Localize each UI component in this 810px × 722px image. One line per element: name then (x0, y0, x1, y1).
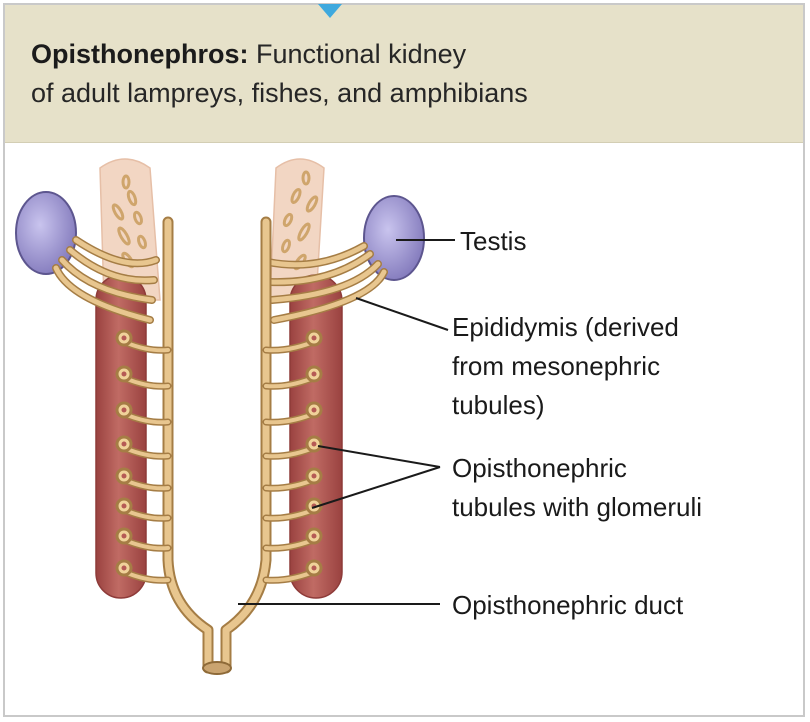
left-opisthonephric-tubules (115, 329, 172, 584)
opisthonephric-ducts (162, 216, 272, 674)
figure-title: Opisthonephros: Functional kidney (31, 37, 466, 71)
glomerulus-core (121, 407, 127, 413)
glomerulus-core (121, 371, 127, 377)
glomerulus-core (311, 371, 317, 377)
label-tubules-1: Opisthonephric (452, 453, 627, 483)
left-epididymis (52, 236, 160, 324)
label-epididymis-2: from mesonephric (452, 351, 661, 381)
label-duct: Opisthonephric duct (452, 590, 684, 620)
figure-frame: Opisthonephros: Functional kidney of adu… (3, 3, 805, 717)
label-epididymis-3: tubules) (452, 390, 545, 420)
glomerulus-core (311, 473, 317, 479)
glomerulus-core (311, 533, 317, 539)
leader-lines (238, 239, 455, 605)
right-opisthonephric-tubules (262, 329, 323, 584)
glomerulus-core (311, 335, 317, 341)
figure-header: Opisthonephros: Functional kidney of adu… (5, 4, 803, 143)
tubules-leader-top (317, 445, 441, 468)
pointer-arrow-icon (318, 4, 342, 18)
right-vestigial-tubules (281, 170, 319, 271)
glomerulus-core (121, 503, 127, 509)
figure-subtitle: of adult lampreys, fishes, and amphibian… (31, 78, 528, 108)
glomerulus-core (121, 565, 127, 571)
glomerulus-core (121, 473, 127, 479)
label-epididymis-1: Epididymis (derived (452, 312, 679, 342)
title-rest: Functional kidney (248, 39, 467, 69)
glomerulus-core (121, 533, 127, 539)
left-testis (15, 191, 77, 275)
left-vestigial-tubules (111, 174, 147, 269)
epididymis-leader (355, 297, 449, 331)
label-tubules-2: tubules with glomeruli (452, 492, 703, 522)
label-testis: Testis (460, 226, 527, 256)
glomerulus-core (311, 407, 317, 413)
right-epididymis (264, 242, 388, 324)
duct-opening (202, 661, 232, 675)
glomerulus-core (311, 565, 317, 571)
tubules-leader-bottom (311, 466, 441, 509)
glomerulus-core (121, 441, 127, 447)
title-bold: Opisthonephros: (31, 39, 249, 69)
right-testis (363, 195, 425, 281)
glomerulus-core (311, 441, 317, 447)
glomerulus-core (121, 335, 127, 341)
